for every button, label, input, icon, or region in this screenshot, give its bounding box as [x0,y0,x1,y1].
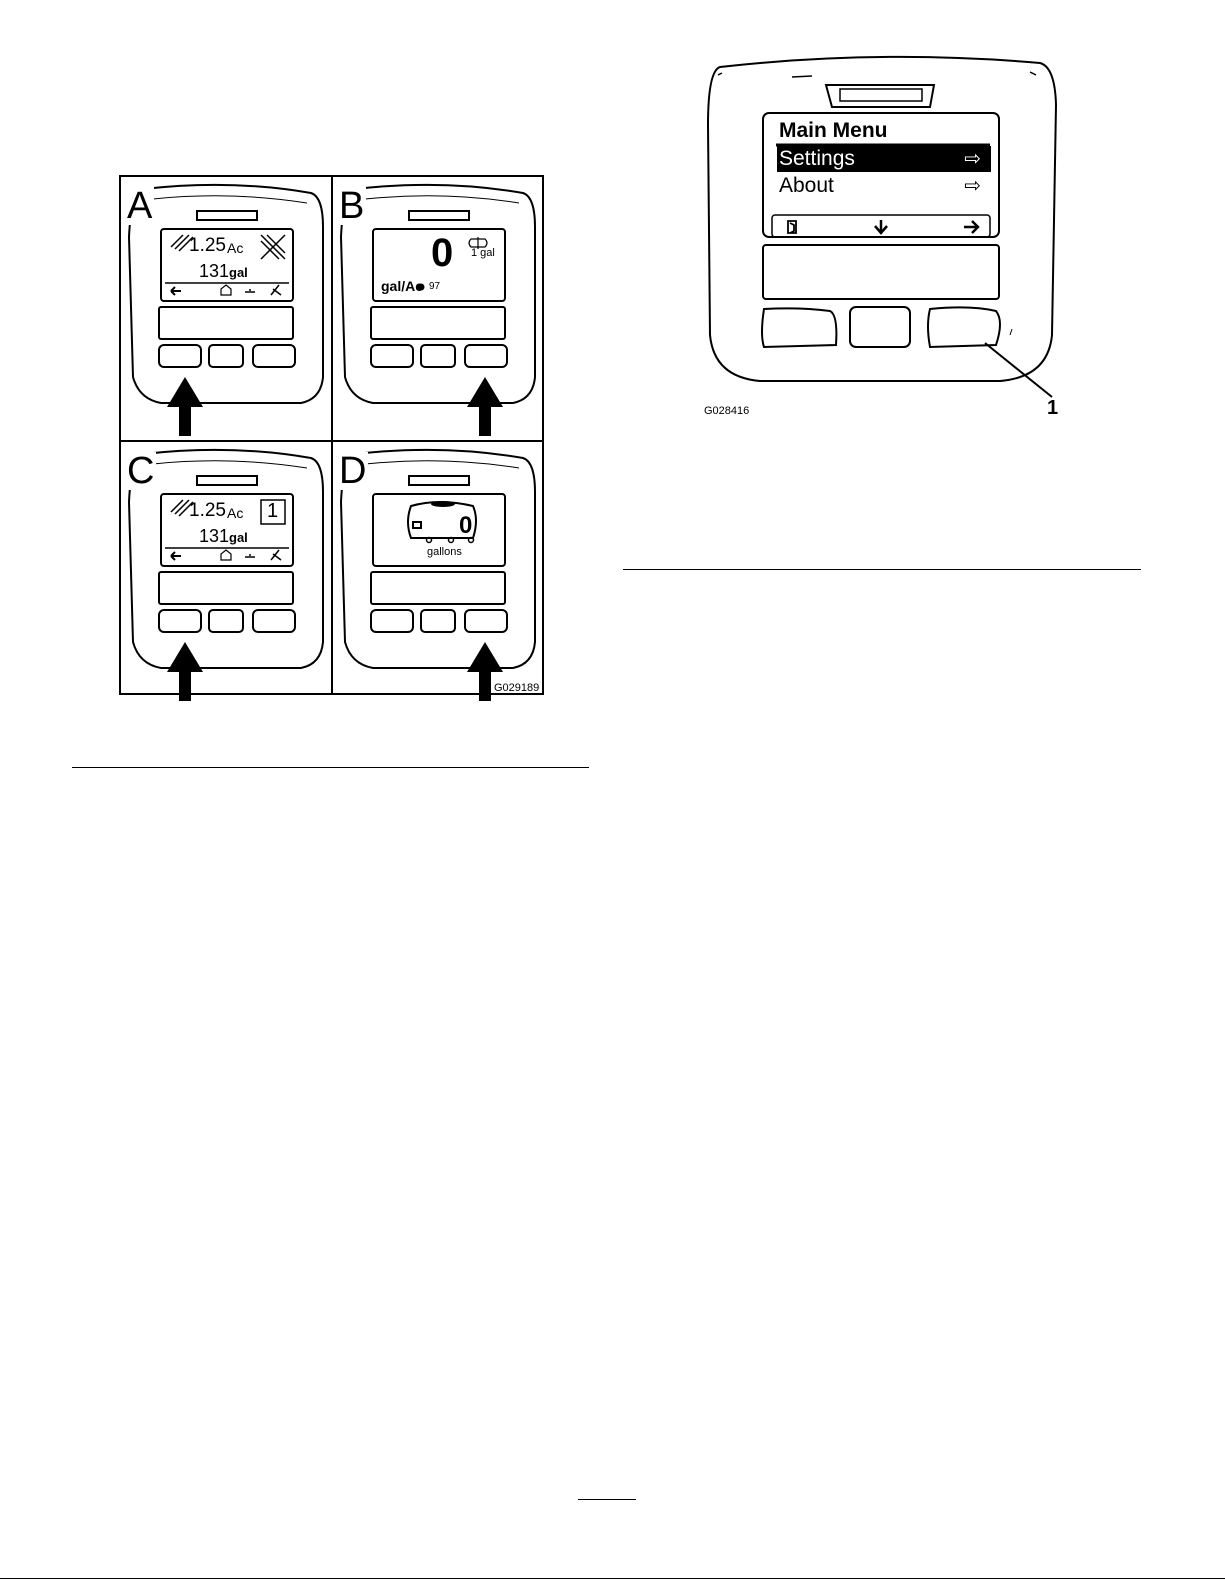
volume-value: 131 [199,261,229,282]
callout-number: 1 [1047,397,1058,420]
panel-letter: D [339,452,368,490]
menu-item-label: Settings [779,147,855,171]
tank-unit: gallons [427,546,462,558]
arrow-right-icon: ⇨ [964,173,981,198]
arrow-right-icon: ⇨ [964,146,981,171]
volume-unit: gal [229,265,248,280]
figure-id-left: G029189 [494,682,539,694]
page-number-rule [578,1499,636,1500]
area-value: 1.25 [189,235,226,257]
menu-item-label: About [779,174,834,198]
area-unit: Ac [227,505,243,521]
figure-id-right: G028416 [704,405,749,417]
main-menu-screen: Main Menu Settings ⇨ About ⇨ [765,115,999,237]
tank-value: 0 [459,512,472,540]
boom-number: 1 [267,500,278,523]
tank-amount: 1 gal [471,247,495,259]
four-panel-figure: A 1.25 Ac 131 gal B 0 1 gal gal/Ac 97 [119,175,544,695]
panel-d: D 0 gallons [333,442,545,701]
volume-value: 131 [199,526,229,547]
panel-a: A 1.25 Ac 131 gal [121,177,333,436]
section-rule-left [72,767,589,768]
area-unit: Ac [227,240,243,256]
rate-unit: gal/Ac [381,278,423,294]
menu-item-about[interactable]: About ⇨ [777,173,991,199]
panel-letter: A [127,187,154,225]
panel-c: C 1.25 Ac 1 131 gal [121,442,333,701]
menu-title: Main Menu [779,119,888,143]
rate-small-value: 97 [429,281,440,292]
panel-b: B 0 1 gal gal/Ac 97 [333,177,545,436]
area-value: 1.25 [189,500,226,522]
panel-letter: C [127,452,156,490]
footer-rule [0,1578,1225,1579]
menu-item-settings[interactable]: Settings ⇨ [777,146,991,172]
volume-unit: gal [229,530,248,545]
rate-value: 0 [431,231,453,276]
section-rule-right [623,569,1141,570]
panel-letter: B [339,187,366,225]
